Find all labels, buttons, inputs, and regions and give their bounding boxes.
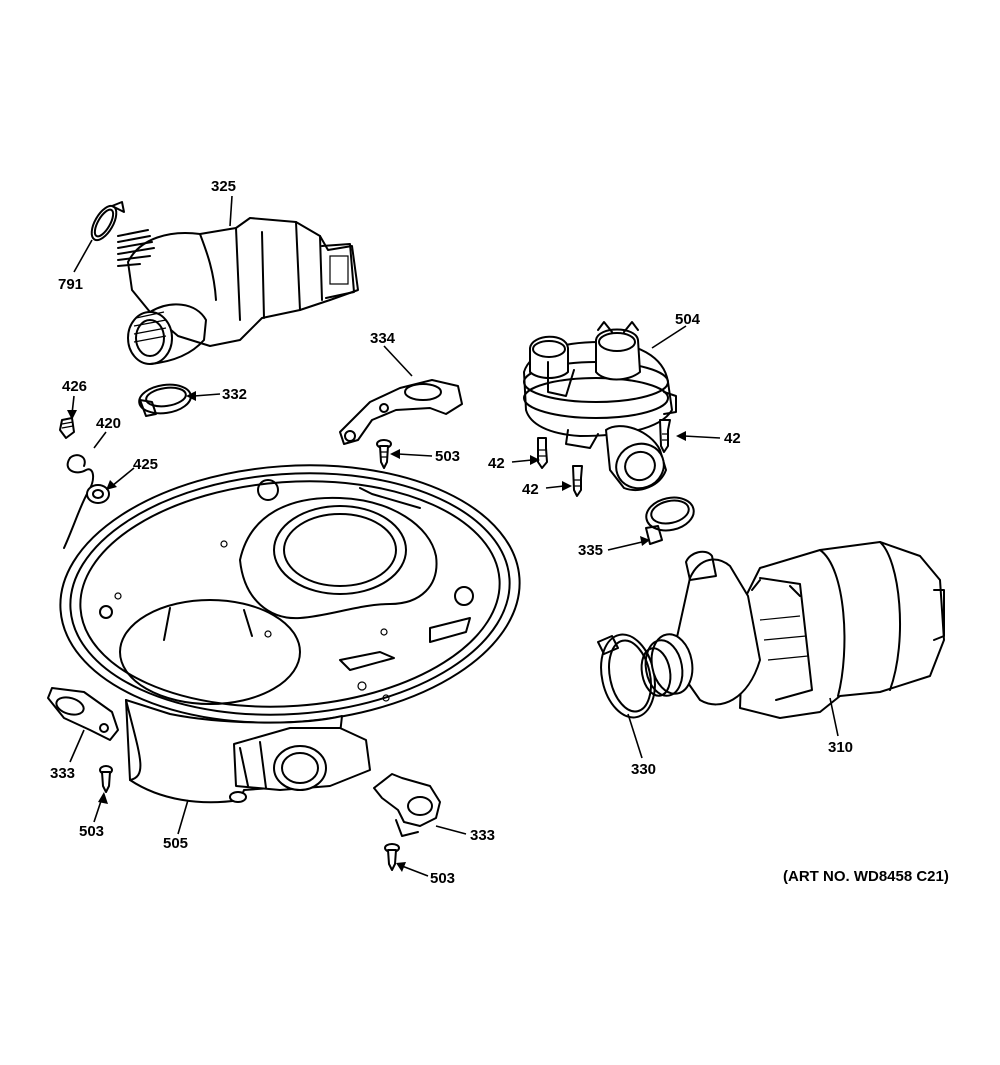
art-number: (ART NO. WD8458 C21) [783, 868, 949, 885]
screw-42-right[interactable] [659, 419, 671, 453]
bracket-334[interactable] [339, 379, 463, 445]
label-310: 310 [828, 739, 853, 756]
label-791: 791 [58, 276, 83, 293]
wire-spring-420[interactable] [63, 454, 94, 549]
label-42: 42 [724, 430, 741, 447]
label-335: 335 [578, 542, 603, 559]
label-503: 503 [435, 448, 460, 465]
label-330: 330 [631, 761, 656, 778]
label-503: 503 [430, 870, 455, 887]
label-42: 42 [522, 481, 539, 498]
label-426: 426 [62, 378, 87, 395]
label-325: 325 [211, 178, 236, 195]
label-420: 420 [96, 415, 121, 432]
sump-505[interactable] [52, 450, 529, 804]
label-505: 505 [163, 835, 188, 852]
label-332: 332 [222, 386, 247, 403]
leader-lines [67, 195, 839, 877]
drain-pump-325[interactable] [117, 217, 359, 365]
screw-503-upper[interactable] [376, 439, 392, 469]
screw-42-left[interactable] [537, 437, 548, 469]
bracket-333-right[interactable] [373, 773, 441, 837]
label-333: 333 [50, 765, 75, 782]
label-42: 42 [488, 455, 505, 472]
label-334: 334 [370, 330, 396, 347]
screw-503-left[interactable] [99, 765, 113, 793]
label-333: 333 [470, 827, 495, 844]
clamp-791[interactable] [87, 201, 125, 244]
housing-504[interactable] [523, 321, 677, 495]
grommet-425[interactable] [86, 484, 110, 504]
circulation-pump-310[interactable] [638, 541, 945, 719]
callout-labels: 325 791 332 426 420 425 334 503 504 42 4… [50, 178, 853, 887]
label-425: 425 [133, 456, 158, 473]
clamp-332[interactable] [137, 382, 192, 417]
screw-503-right[interactable] [384, 843, 400, 871]
label-504: 504 [675, 311, 701, 328]
screw-426[interactable] [59, 417, 75, 439]
label-503: 503 [79, 823, 104, 840]
clamp-335[interactable] [643, 493, 697, 545]
screw-42-bottom[interactable] [572, 465, 583, 497]
bracket-333-left[interactable] [47, 687, 119, 741]
